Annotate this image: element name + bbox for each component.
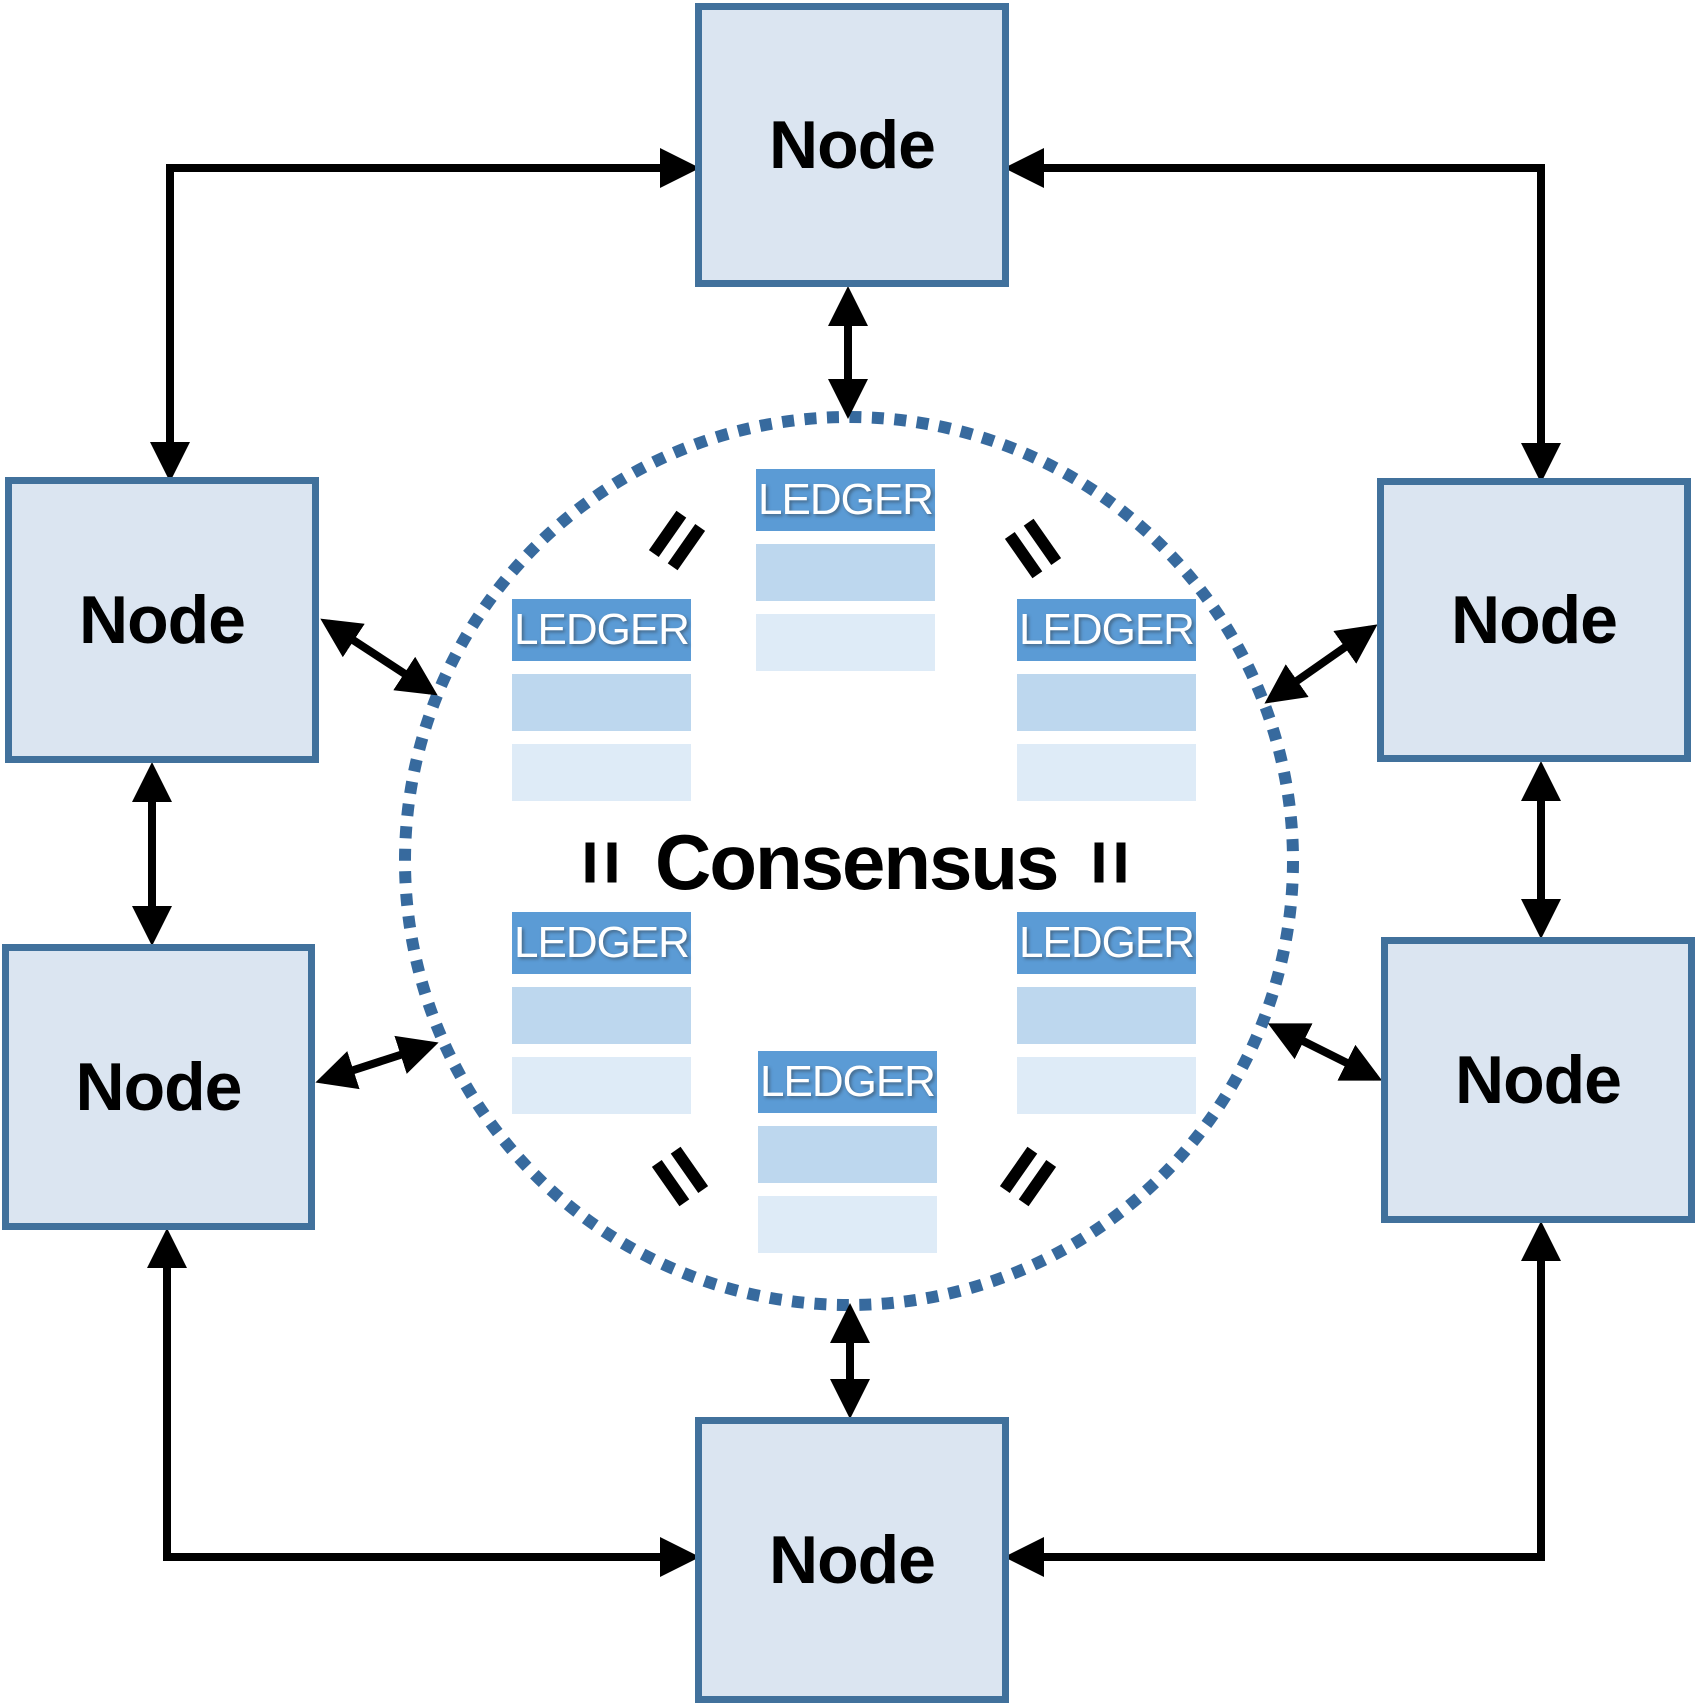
consensus-label: Consensus xyxy=(655,818,1059,906)
consensus-dotted-circle xyxy=(399,411,1299,1311)
ledger-row xyxy=(758,1126,937,1183)
node-box-top: Node xyxy=(695,3,1009,287)
node-label: Node xyxy=(1451,582,1618,658)
ledger-header: LEDGER xyxy=(1017,599,1196,661)
node-box-right-upper: Node xyxy=(1377,478,1691,762)
node-label: Node xyxy=(75,1049,243,1125)
connector-bottom-right xyxy=(1004,1221,1561,1577)
ledger-upper-left: LEDGER xyxy=(512,599,691,801)
connector-right-upper-node-to-circle xyxy=(1264,624,1378,704)
ledger-header: LEDGER xyxy=(1017,912,1196,974)
equals-icon xyxy=(1094,842,1126,883)
node-box-bottom: Node xyxy=(695,1417,1009,1703)
ledger-row xyxy=(1017,987,1196,1044)
ledger-row xyxy=(1017,674,1196,731)
ledger-header: LEDGER xyxy=(512,599,691,661)
ledger-header: LEDGER xyxy=(756,469,935,531)
node-box-right-lower: Node xyxy=(1381,937,1695,1223)
ledger-header: LEDGER xyxy=(758,1051,937,1113)
connector-left-upper-node-to-circle xyxy=(320,618,438,696)
ledger-row xyxy=(756,544,935,601)
node-box-left-lower: Node xyxy=(2,944,315,1230)
node-label: Node xyxy=(79,582,246,658)
connector-right-lower-node-to-circle xyxy=(1267,1023,1383,1081)
ledger-row xyxy=(512,744,691,801)
connector-left-lower-node-to-circle xyxy=(315,1035,439,1090)
connector-top-right xyxy=(1004,148,1561,483)
ledger-row xyxy=(512,987,691,1044)
node-label: Node xyxy=(769,1522,936,1598)
node-label: Node xyxy=(769,107,936,183)
ledger-row xyxy=(758,1196,937,1253)
ledger-bottom-center: LEDGER xyxy=(758,1051,937,1253)
equals-icon xyxy=(585,842,617,883)
ledger-top-center: LEDGER xyxy=(756,469,935,671)
node-label: Node xyxy=(1455,1042,1622,1118)
ledger-row xyxy=(1017,1057,1196,1114)
ledger-lower-left: LEDGER xyxy=(512,912,691,1114)
ledger-lower-right: LEDGER xyxy=(1017,912,1196,1114)
connector-top-left xyxy=(150,148,700,482)
connector-bottom-left xyxy=(147,1228,700,1577)
ledger-row xyxy=(756,614,935,671)
node-box-left-upper: Node xyxy=(5,477,319,763)
ledger-row xyxy=(512,674,691,731)
ledger-upper-right: LEDGER xyxy=(1017,599,1196,801)
ledger-row xyxy=(512,1057,691,1114)
ledger-row xyxy=(1017,744,1196,801)
ledger-header: LEDGER xyxy=(512,912,691,974)
